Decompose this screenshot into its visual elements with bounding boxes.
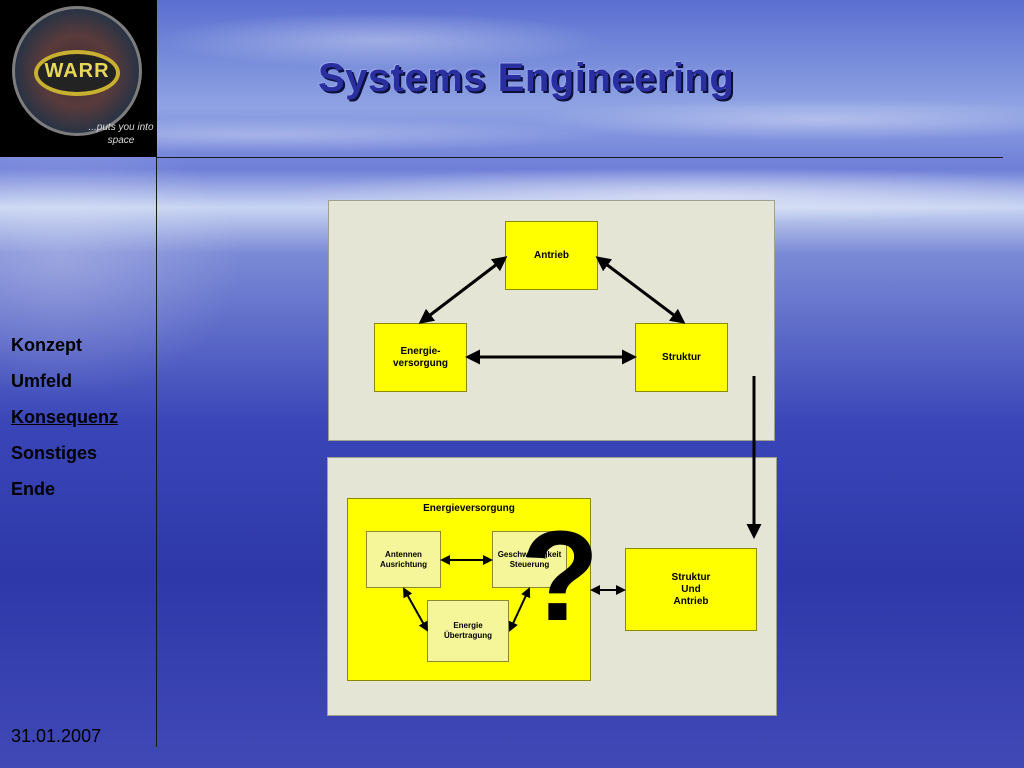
warr-logo: WARR ...puts you into space — [0, 0, 157, 157]
sidebar-divider — [156, 157, 157, 747]
page-title: Systems Engineering — [318, 56, 735, 100]
sidebar-nav: Konzept Umfeld Konsequenz Sonstiges Ende — [11, 334, 118, 514]
box-struktur: Struktur — [635, 323, 728, 392]
nav-item-konzept[interactable]: Konzept — [11, 335, 82, 355]
box-antrieb: Antrieb — [505, 221, 598, 290]
logo-tagline: ...puts you into space — [88, 122, 154, 146]
nav-item-sonstiges[interactable]: Sonstiges — [11, 443, 98, 463]
logo-ring — [34, 50, 120, 96]
box-antennen-ausrichtung: Antennen Ausrichtung — [366, 531, 441, 588]
nav-item-umfeld[interactable]: Umfeld — [11, 371, 73, 391]
group-energieversorgung: Energieversorgung — [347, 498, 591, 681]
header-divider — [157, 157, 1003, 158]
box-energieversorgung: Energie- versorgung — [374, 323, 467, 392]
logo-text: WARR — [44, 60, 110, 82]
box-energie-uebertragung: Energie Übertragung — [427, 600, 509, 662]
group-label: Energieversorgung — [423, 503, 515, 514]
box-struktur-und-antrieb: Struktur Und Antrieb — [625, 548, 757, 631]
nav-item-ende[interactable]: Ende — [11, 479, 56, 499]
question-mark: ? — [521, 505, 600, 648]
nav-item-konsequenz[interactable]: Konsequenz — [11, 407, 119, 427]
slide-date: 31.01.2007 — [11, 726, 102, 746]
